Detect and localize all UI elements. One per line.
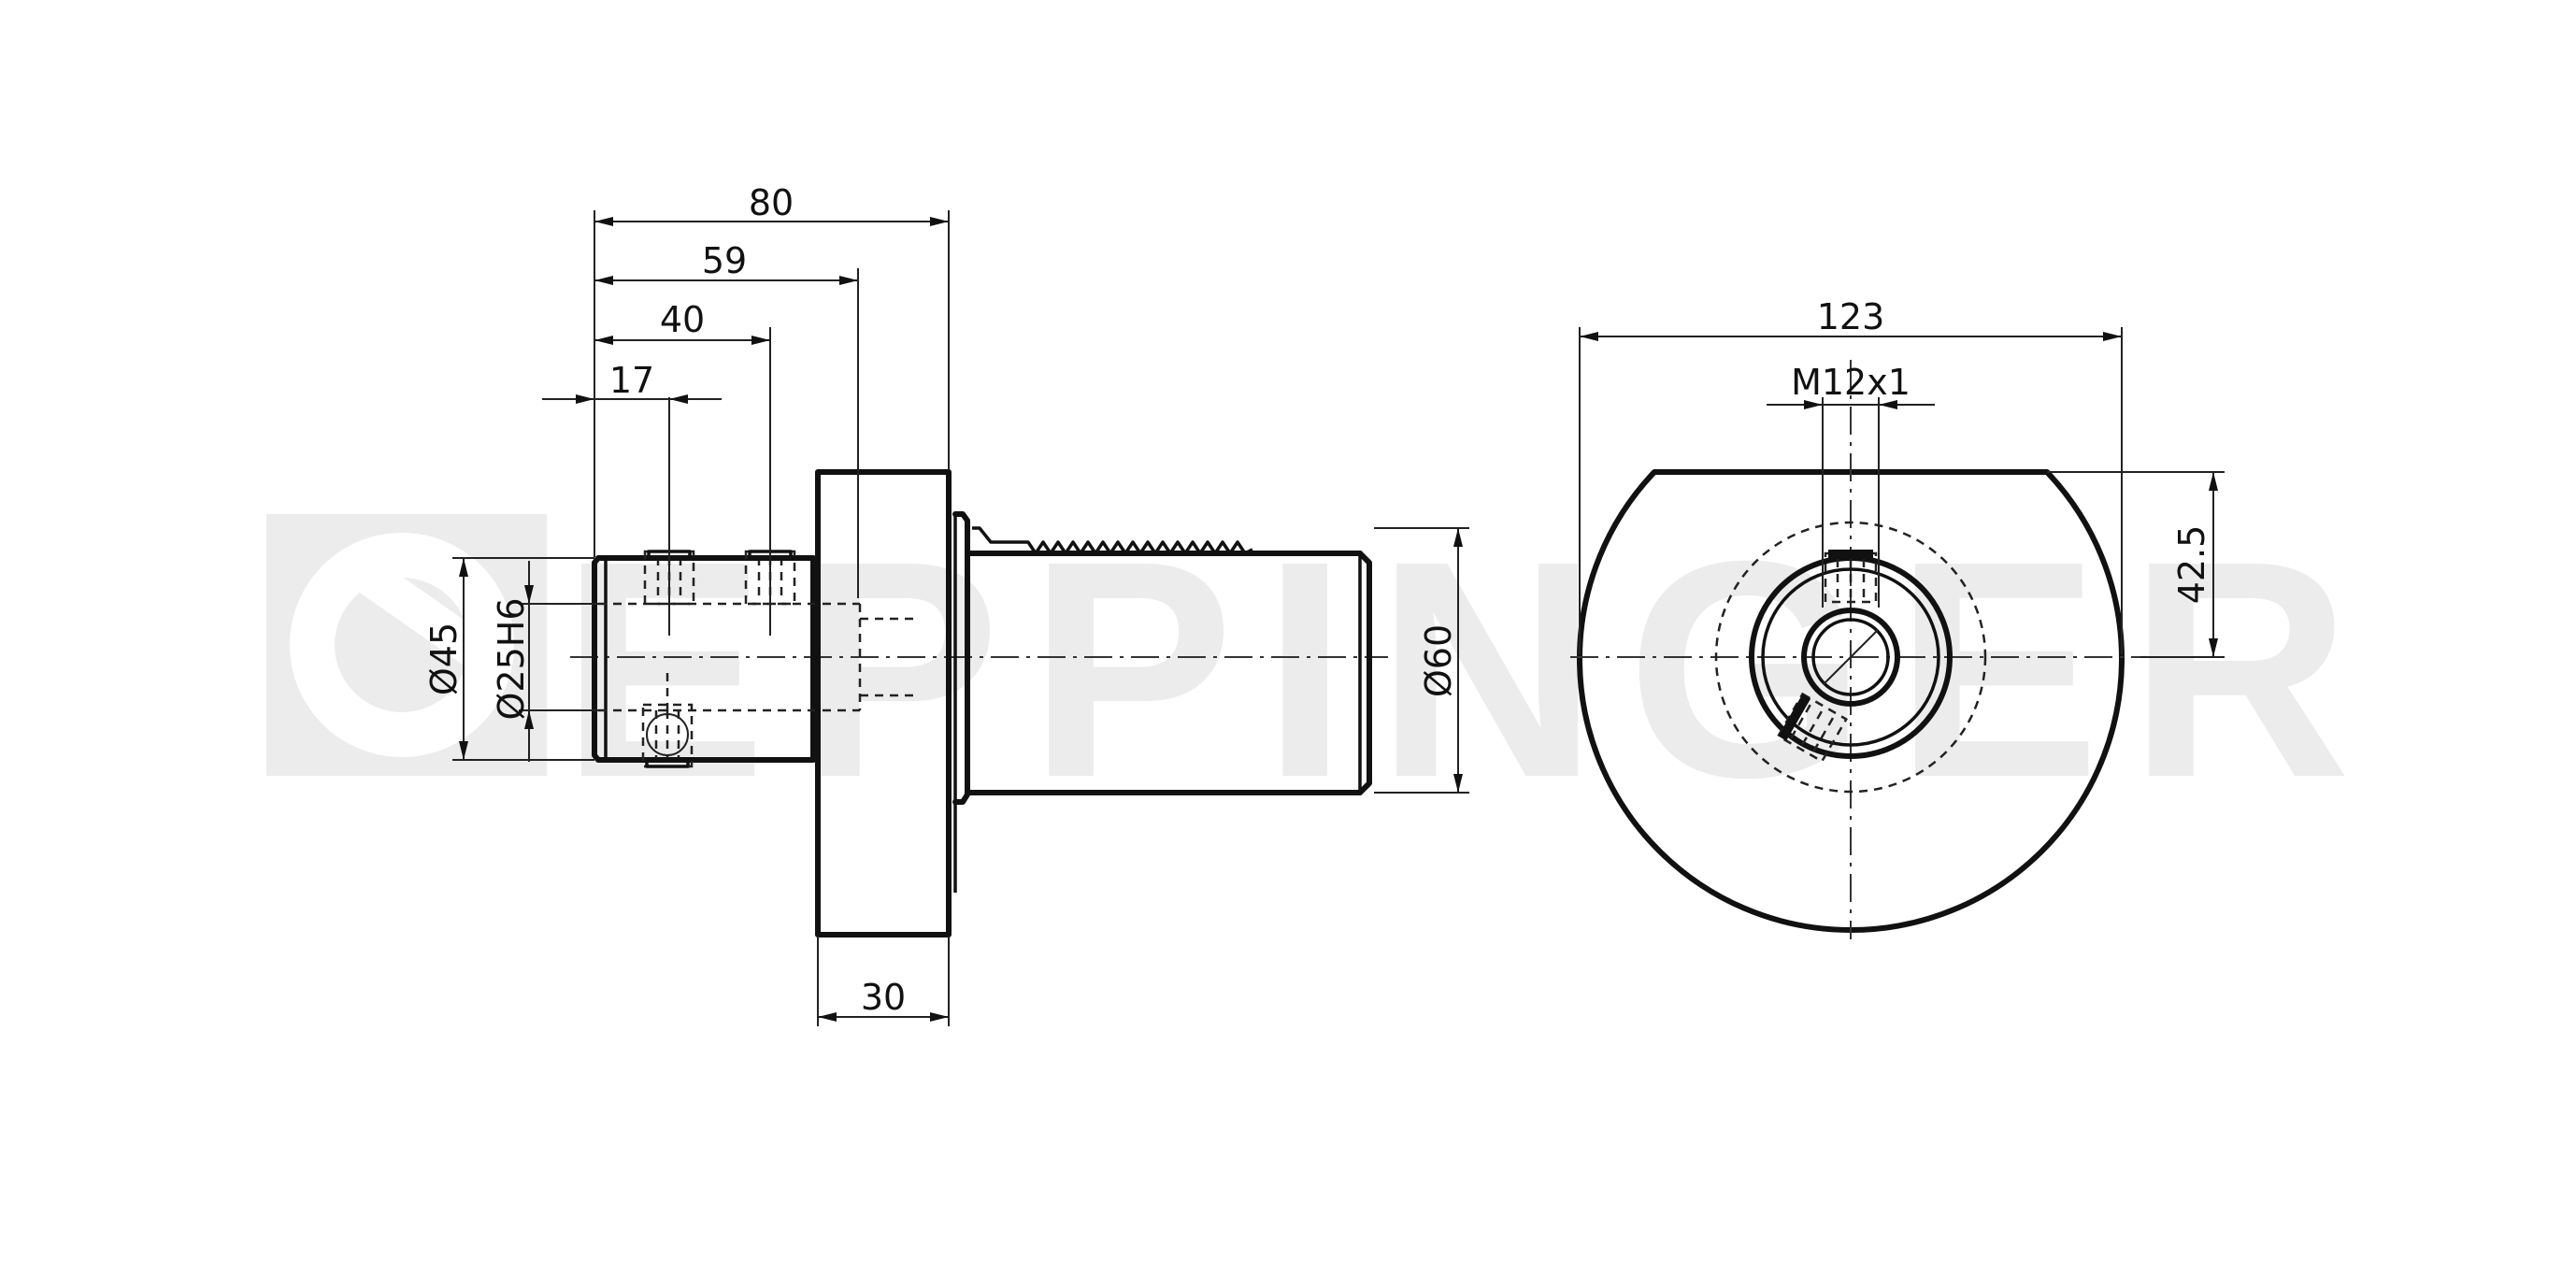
- dim-dia-60-label: Ø60: [1418, 624, 1459, 697]
- dim-dia-45-label: Ø45: [423, 623, 465, 695]
- dim-30: 30: [817, 937, 950, 1026]
- side-view: 80 59 40 17 30: [423, 182, 1469, 1026]
- shank: [592, 555, 816, 763]
- dim-59: 59: [594, 240, 859, 598]
- dim-17-label: 17: [609, 360, 654, 401]
- front-bore: [1801, 608, 1900, 707]
- flange: [815, 469, 957, 937]
- dim-42-5-label: 42.5: [2171, 525, 2212, 605]
- main-cylinder: [952, 511, 1372, 805]
- front-angled-screw: [1776, 692, 1848, 764]
- dim-dia-25-label: Ø25H6: [491, 597, 532, 720]
- dim-thread-label: M12x1: [1791, 362, 1911, 403]
- bore-hidden-lines: [598, 602, 916, 712]
- dim-59-label: 59: [702, 240, 747, 281]
- dim-42-5: 42.5: [2047, 471, 2225, 658]
- dim-40: 40: [594, 299, 771, 345]
- dim-40-label: 40: [660, 299, 705, 340]
- dim-80-label: 80: [749, 182, 794, 223]
- front-bore-inner: [1811, 618, 1890, 696]
- front-hub-ring: [1761, 567, 1940, 747]
- serration-teeth: [972, 526, 1253, 555]
- set-screw-3: [641, 673, 694, 768]
- dim-dia-25: Ø25H6: [491, 561, 598, 762]
- front-view: M12x1 123 42.5: [1570, 296, 2225, 939]
- dim-dia-45: Ø45: [423, 557, 594, 761]
- dim-30-label: 30: [861, 977, 906, 1018]
- dim-123: 123: [1579, 296, 2123, 654]
- front-hidden-circle: [1714, 521, 1987, 794]
- dim-80: 80: [594, 182, 950, 557]
- dim-thread: M12x1: [1767, 362, 1935, 608]
- dim-dia-60: Ø60: [1374, 527, 1469, 794]
- watermark-text: EPPINGER: [561, 496, 2379, 841]
- dim-17: 17: [542, 360, 722, 404]
- dim-123-label: 123: [1817, 296, 1885, 337]
- watermark-logo: EPPINGER: [266, 496, 2379, 841]
- front-top-screw: [1824, 550, 1878, 604]
